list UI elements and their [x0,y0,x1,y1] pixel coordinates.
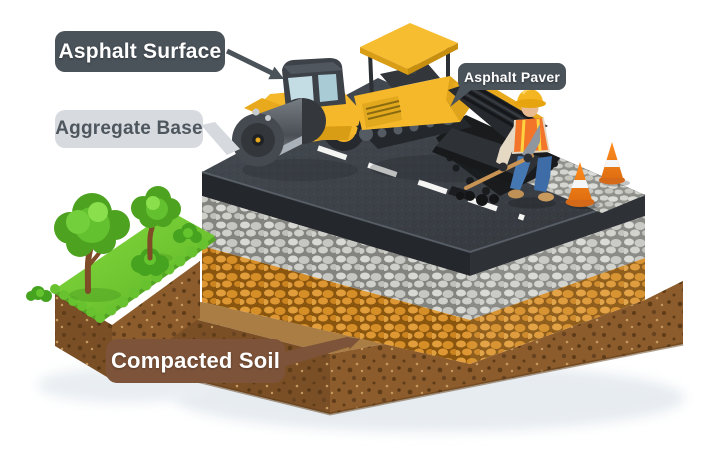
bush [26,223,202,302]
construction-worker [448,87,556,209]
orange-gravel-front-right-face [470,258,645,364]
traffic-cones [565,142,630,209]
aggregate-base-tail [201,122,240,155]
orange-gravel-front-left-face [202,246,470,364]
aggregate-base-label: Aggregate Base [55,110,203,148]
asphalt-front-right-face [470,195,645,276]
asphalt-front-left-face [202,172,470,276]
compacted-soil-label: Compacted Soil [106,339,285,383]
tree-large [54,193,130,294]
aggregate-front-left-face [202,196,470,320]
asphalt-rake [464,154,534,190]
tree-small [131,186,181,261]
asphalt-surface-label: Asphalt Surface [55,31,225,72]
aggregate-front-right-face [470,216,645,320]
compacted-soil-arrow [283,336,360,367]
road-roller [232,58,365,181]
asphalt-surface-arrow [225,48,284,80]
paver-canopy [360,23,458,69]
road-center-dashed-line [317,145,525,221]
asphalt-paver-label: Asphalt Paver [458,63,566,90]
